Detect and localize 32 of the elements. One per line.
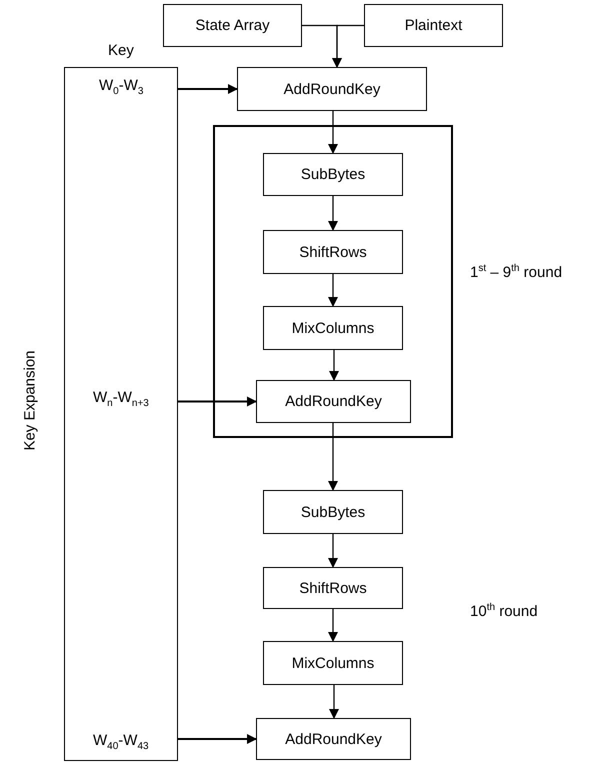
round-frame bbox=[213, 125, 453, 438]
process-box: Plaintext bbox=[364, 4, 503, 47]
arrow bbox=[328, 423, 338, 491]
process-box: ShiftRows bbox=[263, 230, 403, 274]
vertical-label: Key Expansion bbox=[22, 350, 39, 450]
arrow bbox=[178, 84, 238, 94]
arrow bbox=[328, 196, 338, 231]
arrow bbox=[328, 274, 338, 307]
key-word-label: W$_{n}$-W$_{n+3}$ bbox=[93, 389, 149, 409]
round-label: 1$^{st}$ – 9$^{th}$ round bbox=[470, 262, 562, 280]
arrow bbox=[332, 24, 364, 68]
process-box: AddRoundKey bbox=[256, 380, 411, 423]
process-box: AddRoundKey bbox=[237, 67, 427, 111]
arrow bbox=[329, 350, 339, 381]
process-box: SubBytes bbox=[263, 153, 403, 196]
arrow bbox=[328, 111, 338, 154]
arrow bbox=[178, 734, 257, 744]
process-box: ShiftRows bbox=[263, 567, 403, 609]
arrow bbox=[328, 609, 338, 642]
process-box: MixColumns bbox=[263, 641, 403, 685]
process-box: State Array bbox=[163, 4, 302, 47]
arrow bbox=[178, 396, 257, 406]
process-box: SubBytes bbox=[263, 490, 403, 534]
process-box: MixColumns bbox=[263, 306, 403, 350]
round-label: 10$^{th}$ round bbox=[470, 602, 538, 620]
process-box: AddRoundKey bbox=[256, 718, 411, 760]
key-word-label: W$_{40}$-W$_{43}$ bbox=[93, 732, 149, 752]
box-heading: Key bbox=[108, 42, 134, 58]
key-word-label: W$_{0}$-W$_{3}$ bbox=[99, 77, 144, 97]
arrow bbox=[329, 685, 339, 719]
arrow bbox=[328, 534, 338, 568]
key-expansion-box bbox=[64, 67, 178, 761]
